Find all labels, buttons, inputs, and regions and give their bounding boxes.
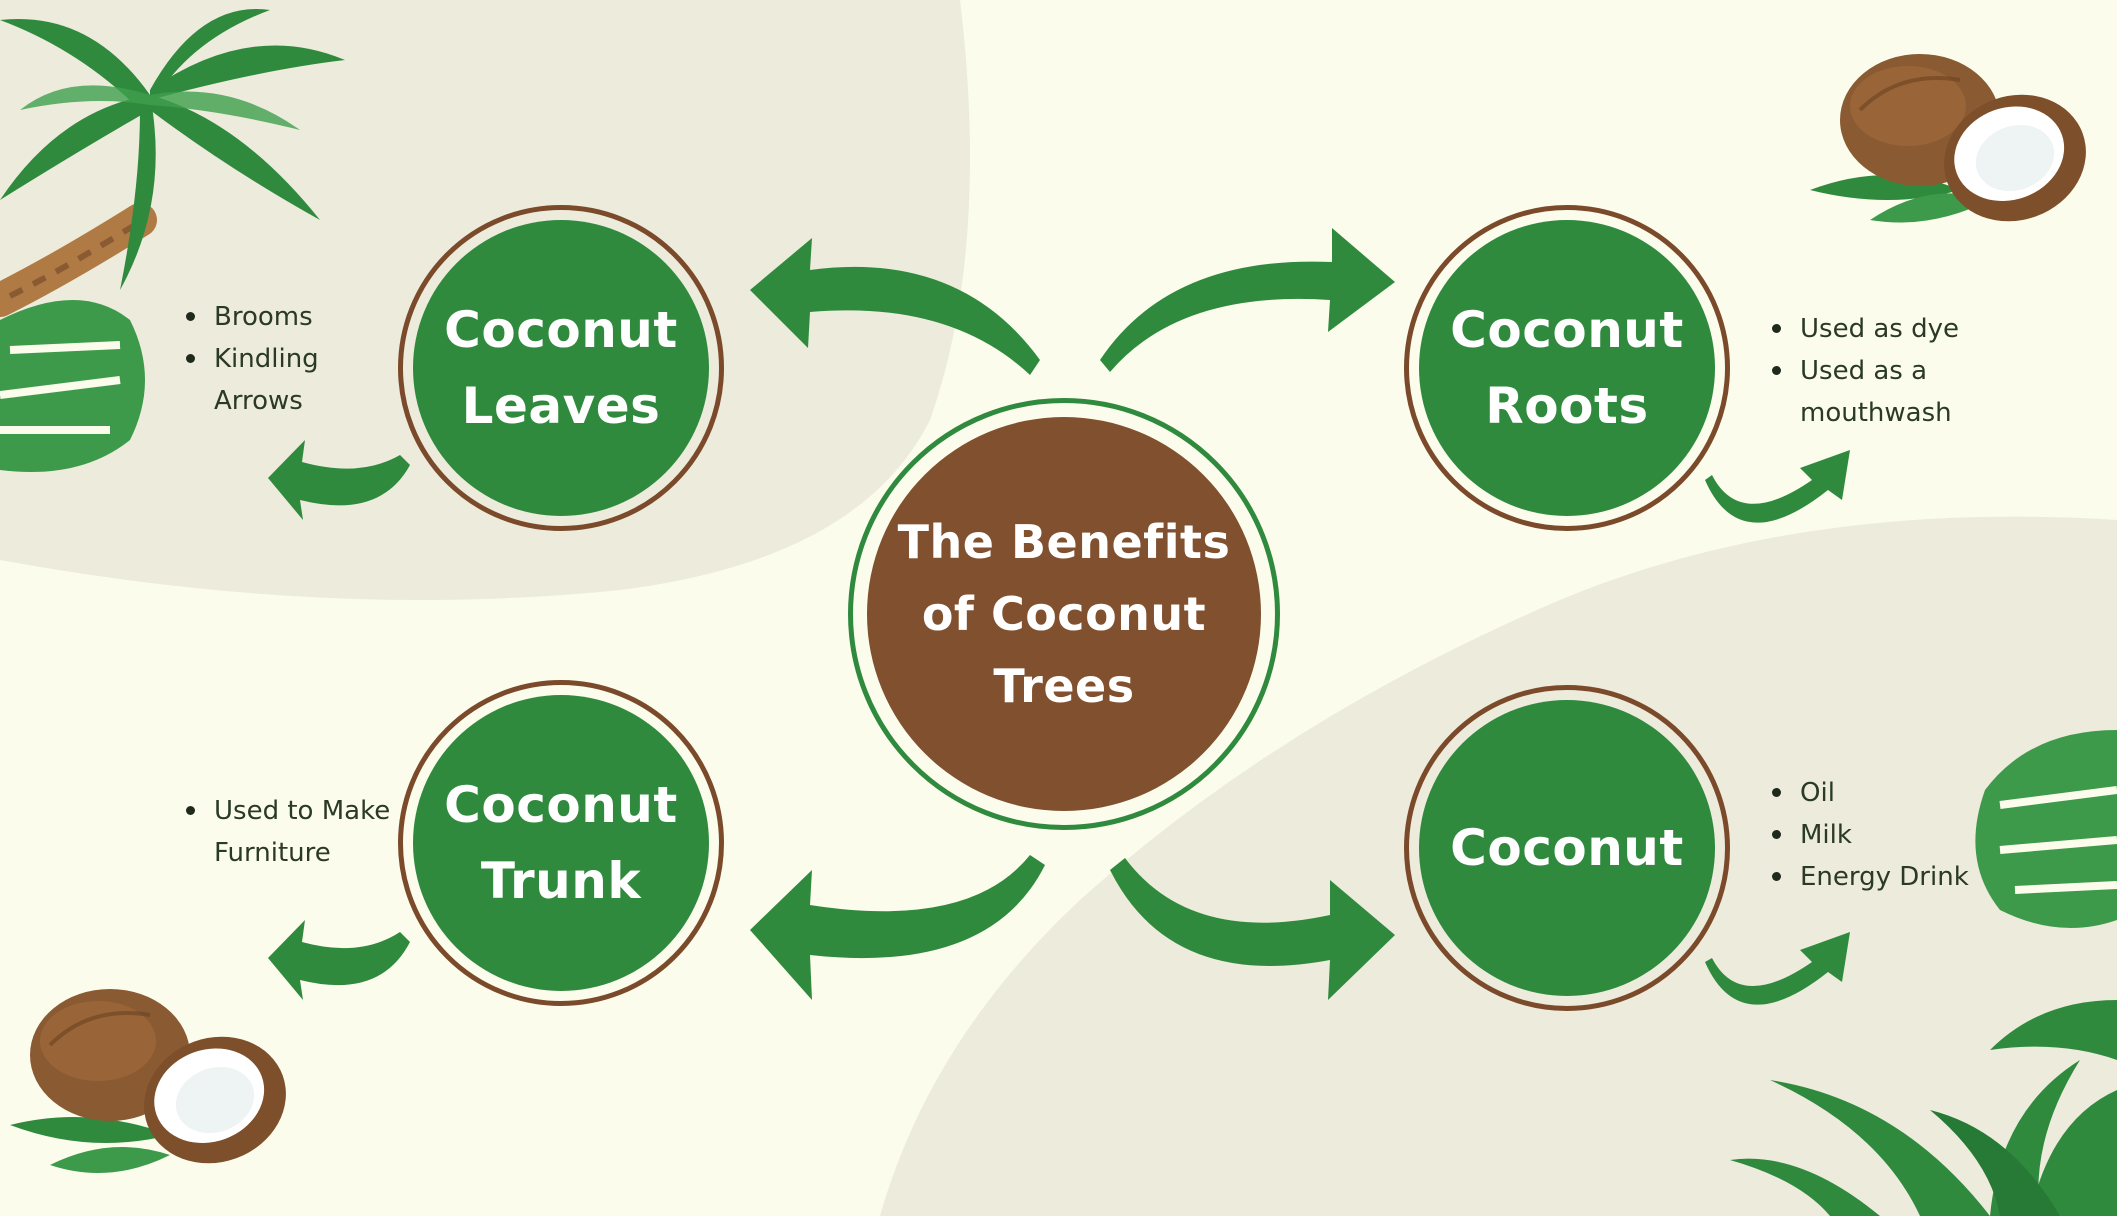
node-fill: Coconut Roots bbox=[1419, 220, 1715, 516]
list-item: Brooms bbox=[186, 296, 414, 338]
leaves-benefits-list: Brooms Kindling Arrows bbox=[182, 296, 414, 422]
node-coconut: Coconut bbox=[1404, 685, 1730, 1011]
trunk-benefits-list: Used to Make Furniture bbox=[182, 790, 434, 874]
node-label-trunk: Coconut Trunk bbox=[444, 776, 678, 910]
list-item: Used to Make Furniture bbox=[186, 790, 434, 874]
list-item: Kindling bbox=[186, 338, 414, 380]
node-coconut-leaves: Coconut Leaves bbox=[398, 205, 724, 531]
list-item: Arrows bbox=[214, 386, 303, 416]
node-fill: Coconut Leaves bbox=[413, 220, 709, 516]
list-item: Used as a mouthwash bbox=[1772, 350, 2030, 434]
list-item: Energy Drink bbox=[1772, 856, 2040, 898]
center-node: The Benefits of Coconut Trees bbox=[848, 398, 1280, 830]
coconut-icon bbox=[1810, 52, 2104, 241]
palm-tree-icon bbox=[0, 9, 345, 317]
coconut-icon bbox=[10, 987, 304, 1183]
list-item: Oil bbox=[1772, 772, 2040, 814]
palm-tree-icon bbox=[1730, 1000, 2117, 1216]
curved-arrow-icon bbox=[268, 440, 1850, 1005]
roots-benefits-list: Used as dye Used as a mouthwash bbox=[1768, 308, 2030, 434]
node-fill: Coconut Trunk bbox=[413, 695, 709, 991]
node-coconut-roots: Coconut Roots bbox=[1404, 205, 1730, 531]
monstera-leaf-icon bbox=[1975, 730, 2117, 928]
diagram-title: The Benefits of Coconut Trees bbox=[897, 515, 1231, 713]
center-node-fill: The Benefits of Coconut Trees bbox=[867, 417, 1261, 811]
node-label-coconut: Coconut bbox=[1450, 819, 1684, 877]
node-label-leaves: Coconut Leaves bbox=[444, 301, 678, 435]
list-item: Milk bbox=[1772, 814, 2040, 856]
curved-arrow-icon bbox=[750, 228, 1395, 1000]
monstera-leaf-icon bbox=[0, 300, 145, 472]
node-coconut-trunk: Coconut Trunk bbox=[398, 680, 724, 1006]
list-item: Used as dye bbox=[1772, 308, 2030, 350]
node-fill: Coconut bbox=[1419, 700, 1715, 996]
coconut-benefits-list: Oil Milk Energy Drink bbox=[1768, 772, 2040, 898]
node-label-roots: Coconut Roots bbox=[1450, 301, 1684, 435]
